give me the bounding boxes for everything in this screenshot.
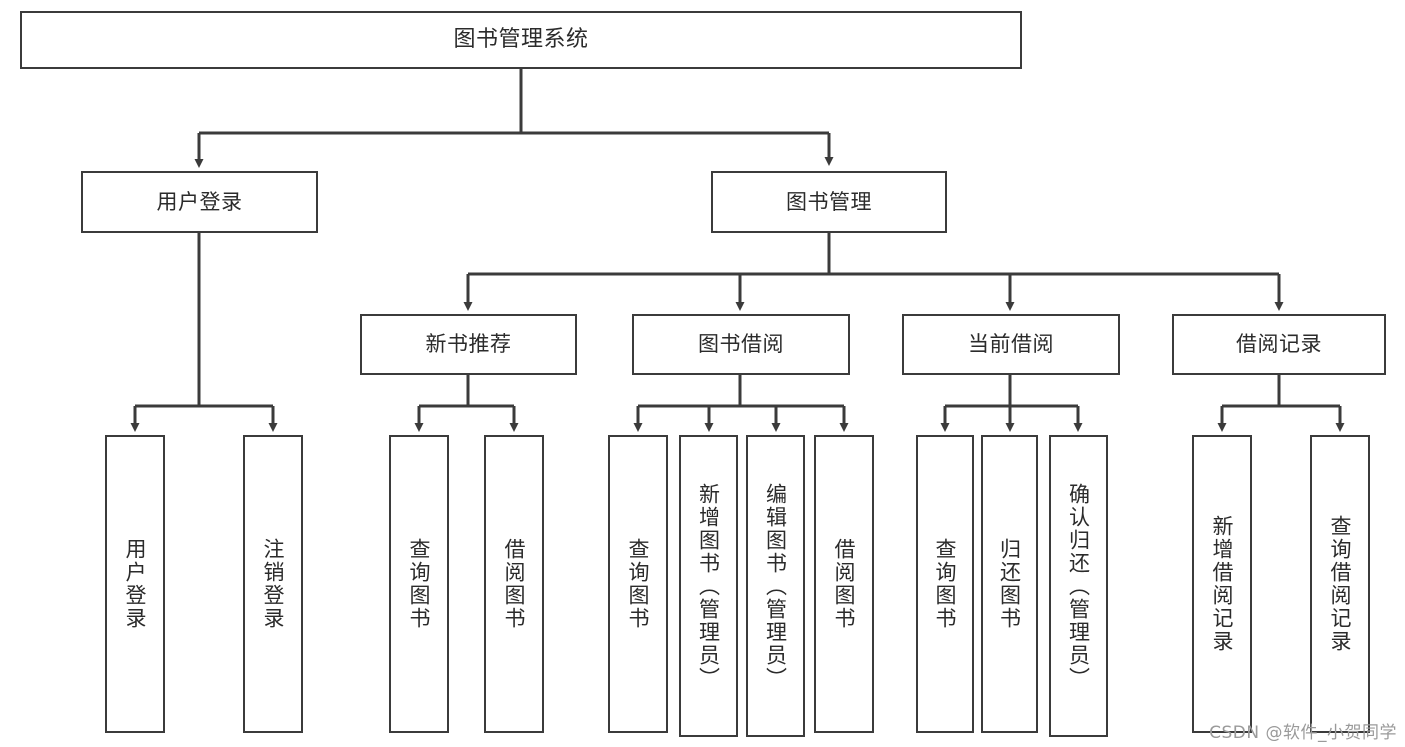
leaf-return-book-label: 归还图书 <box>997 538 1022 630</box>
leaf-return-book[interactable]: 归还图书 <box>981 435 1038 733</box>
edge-userlogin-to-leaves <box>130 233 278 432</box>
leaf-user-login[interactable]: 用户登录 <box>105 435 165 733</box>
leaf-query-book-recommend[interactable]: 查询图书 <box>389 435 449 733</box>
leaf-confirm-return-admin-label: 确认归还（管理员） <box>1066 482 1091 690</box>
edge-record-to-leaves <box>1217 375 1345 432</box>
edge-newbook-to-leaves <box>414 375 519 432</box>
node-book-management-label: 图书管理 <box>786 189 872 214</box>
edge-current-to-leaves <box>940 375 1083 432</box>
node-book-borrow[interactable]: 图书借阅 <box>632 314 850 375</box>
node-root[interactable]: 图书管理系统 <box>20 11 1022 69</box>
node-user-login-label: 用户登录 <box>156 189 243 214</box>
node-borrow-record-label: 借阅记录 <box>1236 332 1322 357</box>
leaf-borrow-book-label: 借阅图书 <box>832 538 857 630</box>
leaf-logout[interactable]: 注销登录 <box>243 435 303 733</box>
leaf-query-book-recommend-label: 查询图书 <box>407 538 432 630</box>
leaf-confirm-return-admin[interactable]: 确认归还（管理员） <box>1049 435 1108 737</box>
leaf-query-borrow-record[interactable]: 查询借阅记录 <box>1310 435 1370 733</box>
edge-root-to-level2 <box>194 69 834 168</box>
node-new-book-recommend-label: 新书推荐 <box>425 332 512 357</box>
leaf-edit-book-admin-label: 编辑图书（管理员） <box>763 482 788 690</box>
node-user-login[interactable]: 用户登录 <box>81 171 318 233</box>
leaf-query-book-current-label: 查询图书 <box>933 538 958 630</box>
leaf-query-borrow-record-label: 查询借阅记录 <box>1328 515 1353 653</box>
leaf-borrow-book[interactable]: 借阅图书 <box>814 435 874 733</box>
node-book-management[interactable]: 图书管理 <box>711 171 947 233</box>
leaf-user-login-label: 用户登录 <box>123 538 148 630</box>
node-root-label: 图书管理系统 <box>453 27 589 53</box>
leaf-borrow-book-recommend[interactable]: 借阅图书 <box>484 435 544 733</box>
leaf-logout-label: 注销登录 <box>261 538 286 630</box>
leaf-add-borrow-record[interactable]: 新增借阅记录 <box>1192 435 1252 733</box>
node-book-borrow-label: 图书借阅 <box>698 332 784 357</box>
node-borrow-record[interactable]: 借阅记录 <box>1172 314 1386 375</box>
leaf-add-book-admin[interactable]: 新增图书（管理员） <box>679 435 738 737</box>
leaf-query-book-current[interactable]: 查询图书 <box>916 435 974 733</box>
node-current-borrow[interactable]: 当前借阅 <box>902 314 1120 375</box>
edge-bookmgmt-to-level3 <box>463 233 1284 311</box>
leaf-borrow-book-recommend-label: 借阅图书 <box>502 538 527 630</box>
leaf-add-borrow-record-label: 新增借阅记录 <box>1210 515 1235 653</box>
leaf-query-book-borrow[interactable]: 查询图书 <box>608 435 668 733</box>
node-new-book-recommend[interactable]: 新书推荐 <box>360 314 577 375</box>
node-current-borrow-label: 当前借阅 <box>968 332 1054 357</box>
watermark: CSDN @软件_小贺同学 <box>1209 723 1397 743</box>
leaf-query-book-borrow-label: 查询图书 <box>626 538 651 630</box>
leaf-add-book-admin-label: 新增图书（管理员） <box>696 482 721 690</box>
edge-borrow-to-leaves <box>633 375 849 432</box>
leaf-edit-book-admin[interactable]: 编辑图书（管理员） <box>746 435 805 737</box>
